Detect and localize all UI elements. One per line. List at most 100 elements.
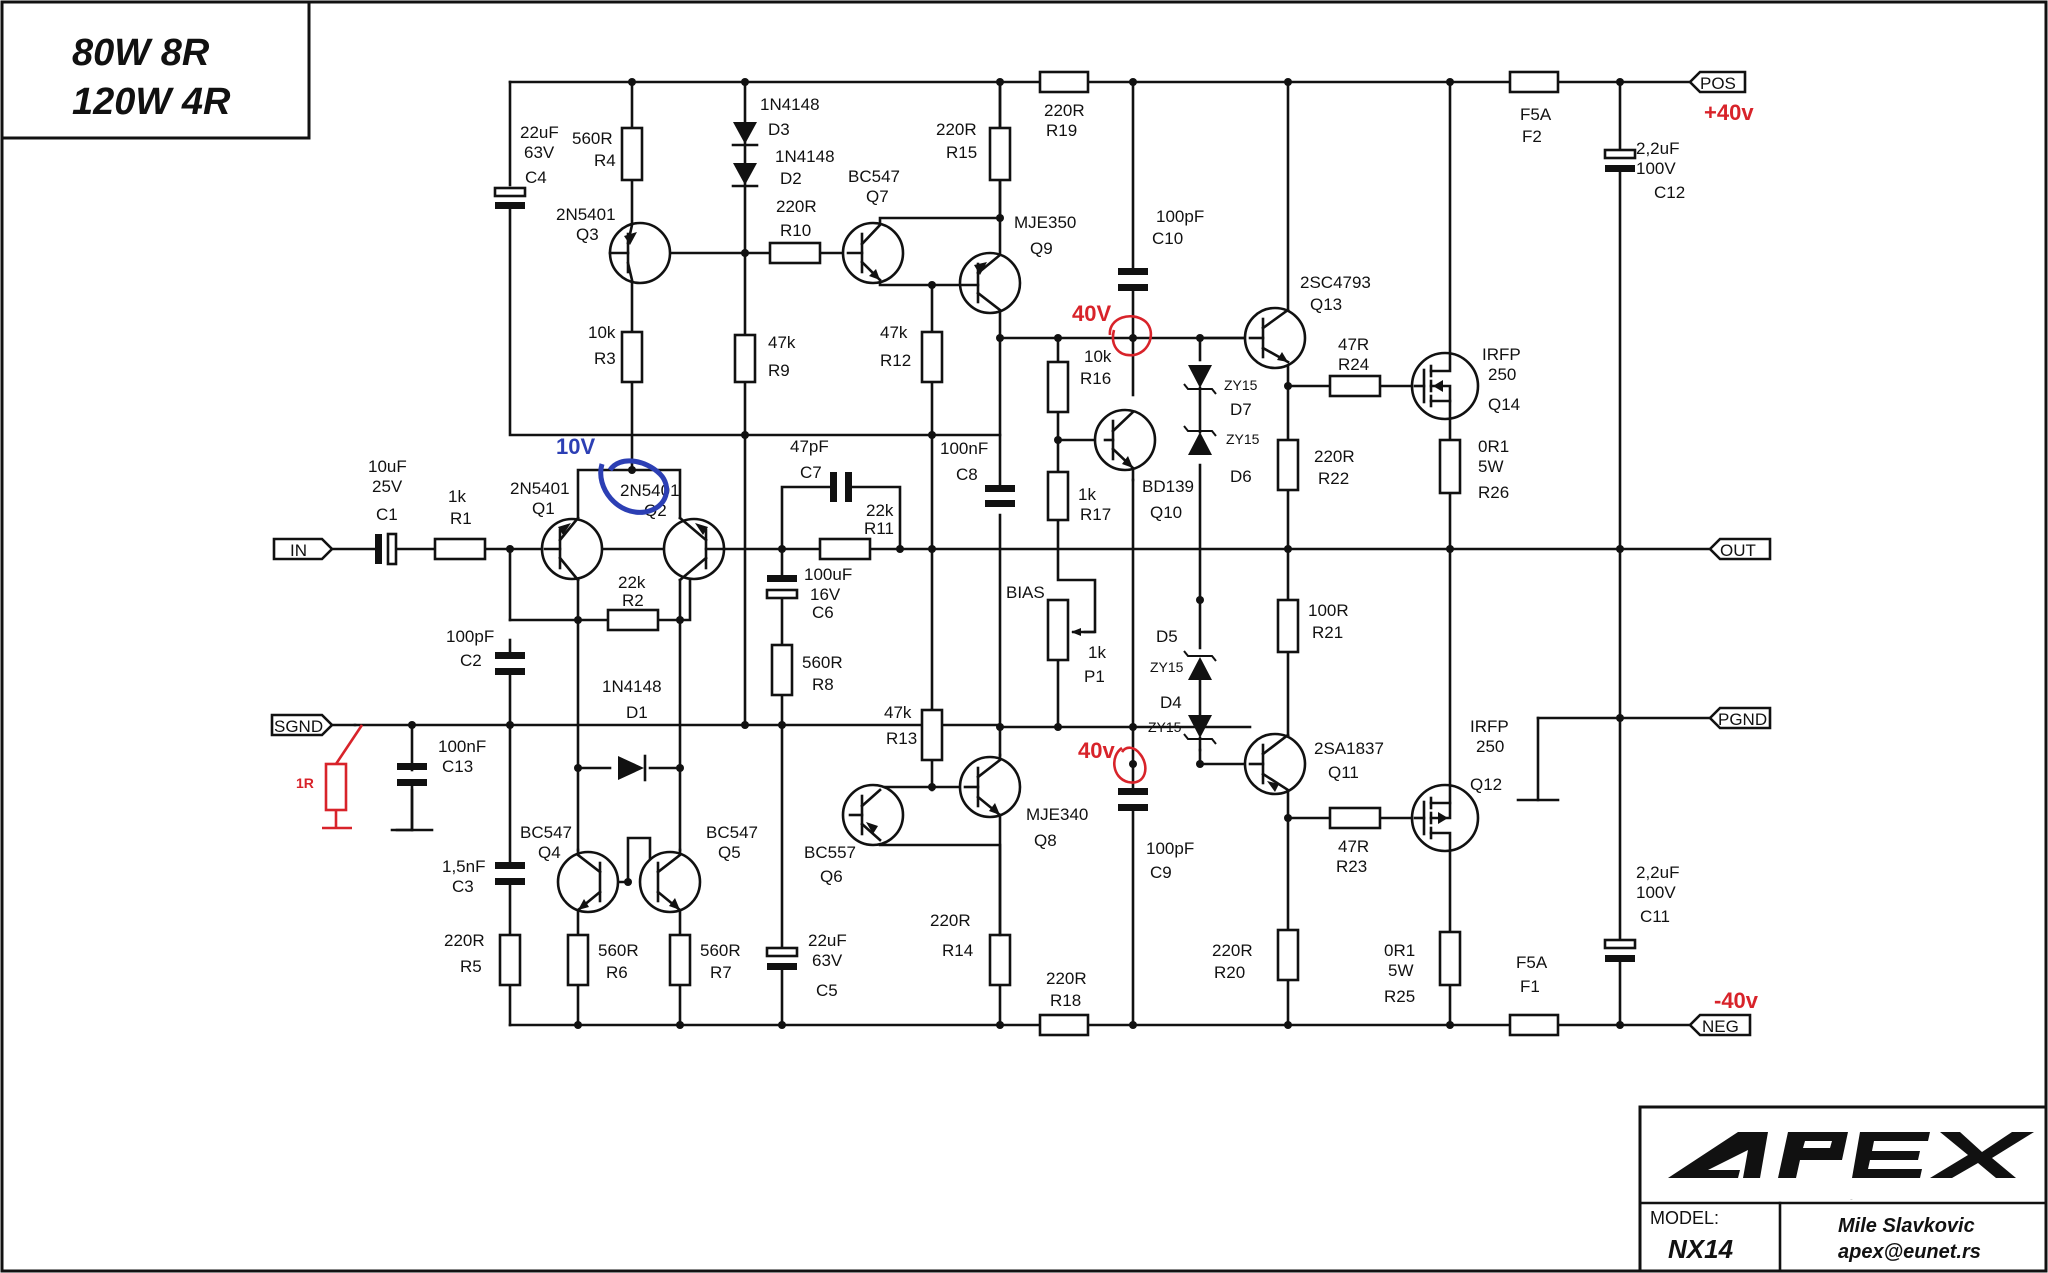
mosfet-q12 bbox=[1410, 783, 1480, 853]
svg-text:R8: R8 bbox=[812, 675, 834, 694]
svg-text:Q13: Q13 bbox=[1310, 295, 1342, 314]
svg-text:R12: R12 bbox=[880, 351, 911, 370]
svg-text:5W: 5W bbox=[1478, 457, 1504, 476]
resistor-r17 bbox=[1046, 470, 1070, 522]
resistor-r10 bbox=[768, 241, 822, 265]
resistor-r26 bbox=[1438, 438, 1462, 495]
svg-text:47k: 47k bbox=[768, 333, 796, 352]
svg-text:100V: 100V bbox=[1636, 159, 1676, 178]
resistor-r6 bbox=[566, 933, 590, 987]
svg-text:Q4: Q4 bbox=[538, 843, 561, 862]
neg-voltage-label: -40v bbox=[1714, 988, 1759, 1013]
transistor-q1 bbox=[540, 516, 604, 582]
svg-text:D6: D6 bbox=[1230, 467, 1252, 486]
svg-text:47R: 47R bbox=[1338, 335, 1369, 354]
svg-text:C12: C12 bbox=[1654, 183, 1685, 202]
svg-text:560R: 560R bbox=[802, 653, 843, 672]
wires bbox=[330, 80, 1712, 1027]
resistor-r20 bbox=[1276, 928, 1300, 982]
svg-text:Q10: Q10 bbox=[1150, 503, 1182, 522]
resistor-r5 bbox=[498, 933, 522, 987]
svg-text:R5: R5 bbox=[460, 957, 482, 976]
svg-text:22uF: 22uF bbox=[520, 123, 559, 142]
sgnd-1r-resistor: 1R bbox=[296, 724, 364, 830]
svg-text:100nF: 100nF bbox=[940, 439, 988, 458]
mosfet-q14 bbox=[1410, 351, 1480, 421]
svg-text:C11: C11 bbox=[1640, 907, 1670, 926]
zener-d6 bbox=[1183, 386, 1217, 455]
title-block: APEX MODEL: NX14 Mile Slavkovic apex@eun… bbox=[1638, 1105, 2048, 1273]
svg-text:0R1: 0R1 bbox=[1384, 941, 1415, 960]
transistor-q10 bbox=[1093, 408, 1157, 472]
capacitor-c6 bbox=[765, 575, 799, 600]
svg-text:R13: R13 bbox=[886, 729, 917, 748]
potentiometer-p1 bbox=[1046, 598, 1095, 662]
svg-text:220R: 220R bbox=[776, 197, 817, 216]
svg-text:1k: 1k bbox=[448, 487, 466, 506]
capacitor-c11 bbox=[1603, 938, 1637, 962]
port-out: OUT bbox=[1708, 537, 1772, 561]
power-rating-line1: 80W 8R bbox=[72, 32, 210, 74]
port-sgnd: SGND bbox=[270, 713, 357, 737]
port-neg: NEG bbox=[1688, 1013, 1752, 1037]
svg-text:560R: 560R bbox=[572, 129, 613, 148]
resistor-r4 bbox=[620, 126, 644, 182]
svg-text:2,2uF: 2,2uF bbox=[1636, 139, 1679, 158]
svg-text:47k: 47k bbox=[880, 323, 908, 342]
capacitor-c3 bbox=[495, 862, 525, 885]
svg-text:BC547: BC547 bbox=[848, 167, 900, 186]
svg-text:C5: C5 bbox=[816, 981, 838, 1000]
svg-text:250: 250 bbox=[1488, 365, 1516, 384]
transistor-q7 bbox=[841, 221, 905, 285]
svg-text:10k: 10k bbox=[1084, 347, 1112, 366]
svg-text:D2: D2 bbox=[780, 169, 802, 188]
svg-text:R20: R20 bbox=[1214, 963, 1245, 982]
transistor-q4 bbox=[556, 850, 620, 914]
svg-text:Q3: Q3 bbox=[576, 225, 599, 244]
svg-text:250: 250 bbox=[1476, 737, 1504, 756]
svg-text:1N4148: 1N4148 bbox=[760, 95, 820, 114]
svg-text:Q5: Q5 bbox=[718, 843, 741, 862]
svg-text:47pF: 47pF bbox=[790, 437, 829, 456]
svg-text:560R: 560R bbox=[700, 941, 741, 960]
svg-text:MJE350: MJE350 bbox=[1014, 213, 1076, 232]
svg-text:R16: R16 bbox=[1080, 369, 1111, 388]
svg-text:ZY15: ZY15 bbox=[1150, 659, 1184, 675]
resistor-r1 bbox=[433, 537, 487, 561]
svg-text:2SA1837: 2SA1837 bbox=[1314, 739, 1384, 758]
svg-text:63V: 63V bbox=[812, 951, 843, 970]
svg-text:OUT: OUT bbox=[1720, 541, 1756, 560]
svg-text:100nF: 100nF bbox=[438, 737, 486, 756]
resistor-r15 bbox=[988, 126, 1012, 182]
svg-text:Q8: Q8 bbox=[1034, 831, 1057, 850]
svg-text:47R: 47R bbox=[1338, 837, 1369, 856]
junctions bbox=[408, 78, 1624, 1029]
svg-text:C8: C8 bbox=[956, 465, 978, 484]
transistor-q6 bbox=[841, 783, 905, 847]
transistor-q5 bbox=[638, 850, 702, 914]
transistor-q13 bbox=[1243, 306, 1307, 370]
svg-text:220R: 220R bbox=[1314, 447, 1355, 466]
port-pgnd: PGND bbox=[1708, 706, 1772, 730]
pos-voltage-label: +40v bbox=[1704, 100, 1754, 125]
svg-text:16V: 16V bbox=[810, 585, 841, 604]
svg-text:Q11: Q11 bbox=[1328, 763, 1359, 782]
diode-d1 bbox=[618, 754, 647, 782]
svg-text:F5A: F5A bbox=[1516, 953, 1548, 972]
svg-text:Q12: Q12 bbox=[1470, 775, 1502, 794]
apex-logo: APEX bbox=[1668, 1132, 2034, 1201]
node-voltage-ltp-label: 10V bbox=[556, 434, 595, 459]
capacitor-c9 bbox=[1118, 788, 1148, 811]
svg-text:C2: C2 bbox=[460, 651, 482, 670]
resistor-r7 bbox=[668, 933, 692, 987]
svg-text:10k: 10k bbox=[588, 323, 616, 342]
power-rating-line2: 120W 4R bbox=[72, 81, 231, 123]
svg-text:D7: D7 bbox=[1230, 400, 1252, 419]
zener-d5 bbox=[1183, 650, 1217, 680]
svg-text:100V: 100V bbox=[1636, 883, 1676, 902]
svg-text:MJE340: MJE340 bbox=[1026, 805, 1088, 824]
svg-text:1,5nF: 1,5nF bbox=[442, 857, 485, 876]
svg-text:R15: R15 bbox=[946, 143, 977, 162]
svg-text:100R: 100R bbox=[1308, 601, 1349, 620]
